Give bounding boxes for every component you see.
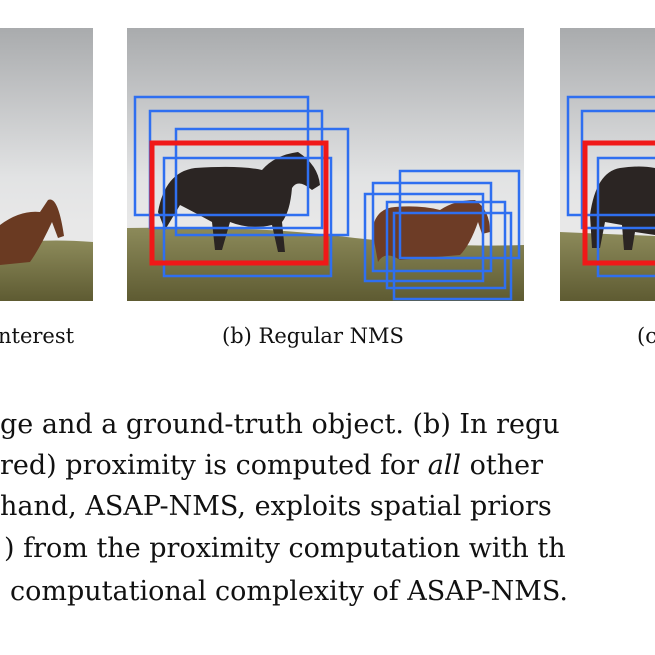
caption-line-a: red) proximity is computed for: [0, 450, 428, 481]
candidate-box: [174, 127, 350, 237]
panel-c-image: [560, 28, 655, 301]
caption-line: computational complexity of ASAP-NMS.: [10, 576, 568, 607]
candidate-box: [398, 169, 521, 260]
panel-c-caption: (c: [637, 324, 655, 348]
caption-line: red) proximity is computed for all other: [0, 450, 544, 481]
panel-a-image: [0, 28, 93, 301]
caption-line: ge and a ground-truth object. (b) In reg…: [0, 409, 560, 440]
candidate-boxes: [133, 95, 655, 301]
caption-line: ) from the proximity computation with th: [4, 533, 566, 564]
caption-emphasis: all: [427, 450, 462, 481]
candidate-box: [566, 95, 655, 217]
panel-b-caption: (b) Regular NMS: [222, 324, 404, 348]
candidate-box: [371, 181, 493, 273]
candidate-box: [133, 95, 310, 217]
candidate-box: [162, 156, 333, 278]
panel-a-caption: nterest: [0, 324, 75, 348]
horse-brown: [0, 199, 64, 265]
horse-brown: [372, 200, 490, 262]
candidate-box: [596, 156, 655, 278]
caption-line: hand, ASAP-NMS, exploits spatial priors: [0, 491, 552, 522]
selected-box: [149, 140, 329, 266]
panel-b-image: [127, 28, 524, 301]
candidate-box: [363, 192, 485, 283]
candidate-box: [385, 200, 507, 290]
candidate-box: [392, 211, 513, 301]
selected-box: [582, 140, 655, 266]
candidate-box: [580, 109, 655, 230]
